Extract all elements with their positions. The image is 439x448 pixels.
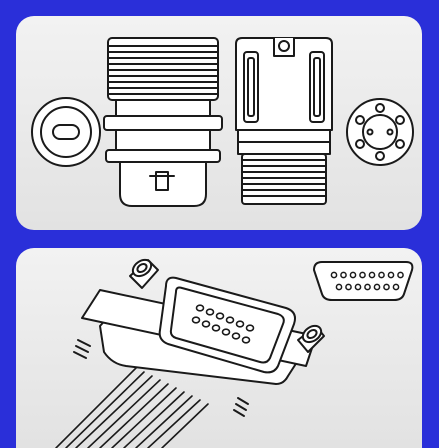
pin-face-icon — [346, 98, 414, 166]
db15-pin — [340, 271, 347, 279]
db15-pin — [368, 271, 376, 279]
db15-pin — [373, 283, 381, 291]
db15-pin — [349, 271, 357, 279]
db15-pin — [383, 283, 390, 291]
connector-front-face-icon — [31, 97, 101, 167]
d-sub-connector-drawing — [55, 258, 414, 448]
db15-pin — [364, 283, 371, 291]
db15-pin — [392, 283, 400, 291]
db15-pin-face-icon — [313, 261, 414, 301]
d-sub-plug-with-cable-icon — [55, 258, 325, 448]
db15-pin — [387, 271, 395, 279]
d-sub-connector-panel — [16, 248, 422, 448]
db15-pin — [397, 271, 404, 279]
illustration-frame — [16, 16, 422, 448]
db15-pin — [330, 271, 338, 279]
db15-pin — [359, 271, 366, 279]
db15-pin — [354, 283, 362, 291]
db15-pin — [378, 271, 385, 279]
circular-connector-panel — [16, 16, 422, 230]
female-receptacle-icon — [235, 37, 333, 205]
male-threaded-plug-icon — [103, 37, 223, 207]
db15-pin — [345, 283, 352, 291]
db15-pin — [335, 283, 343, 291]
circular-connector-drawing — [31, 37, 414, 207]
